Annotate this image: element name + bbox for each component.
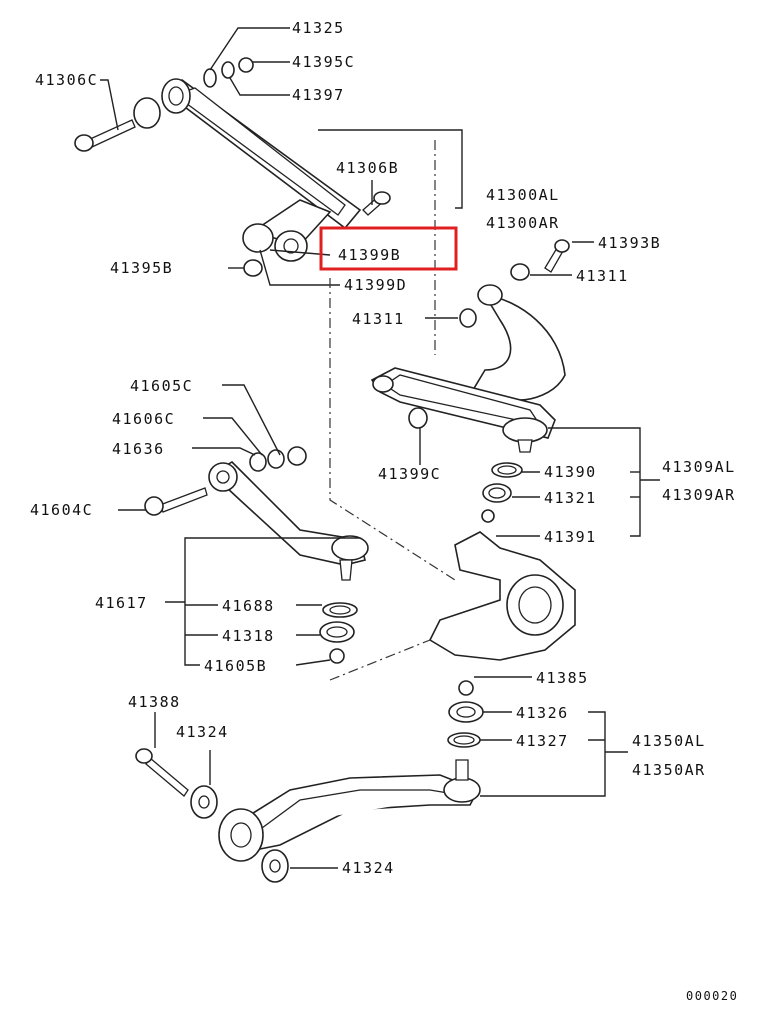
label-41605c: 41605C [130, 377, 193, 395]
label-41397: 41397 [292, 86, 345, 104]
label-41309al: 41309AL [662, 458, 736, 476]
label-41350ar: 41350AR [632, 761, 706, 779]
label-41318: 41318 [222, 627, 275, 645]
label-41300ar: 41300AR [486, 214, 560, 232]
label-41391: 41391 [544, 528, 597, 546]
upper-arm-drawing [74, 57, 391, 277]
label-41350al: 41350AL [632, 732, 706, 750]
label-41300al: 41300AL [486, 186, 560, 204]
label-41390: 41390 [544, 463, 597, 481]
label-41309ar: 41309AR [662, 486, 736, 504]
label-41311-lower: 41311 [352, 310, 405, 328]
label-41605b: 41605B [204, 657, 267, 675]
lower-arm-drawing [135, 680, 484, 883]
label-41399c: 41399C [378, 465, 441, 483]
label-41604c: 41604C [30, 501, 93, 519]
label-41395c: 41395C [292, 53, 355, 71]
label-41636: 41636 [112, 440, 165, 458]
part-labels: 41325 41395C 41397 41306C 41306B 41300AL… [30, 19, 738, 1003]
label-41606c: 41606C [112, 410, 175, 428]
label-41688: 41688 [222, 597, 275, 615]
label-41399d: 41399D [344, 276, 407, 294]
label-41306b: 41306B [336, 159, 399, 177]
toe-arm-drawing [144, 446, 369, 664]
label-41399b: 41399B [338, 246, 401, 264]
label-41385: 41385 [536, 669, 589, 687]
upper-ball-joint-arm-drawing [370, 239, 570, 523]
highlight-box-41399b [319, 226, 458, 271]
label-41617: 41617 [95, 594, 148, 612]
label-41326: 41326 [516, 704, 569, 722]
label-41311-upper: 41311 [576, 267, 629, 285]
label-41324-upper: 41324 [176, 723, 229, 741]
label-41306c: 41306C [35, 71, 98, 89]
label-41325: 41325 [292, 19, 345, 37]
label-41321: 41321 [544, 489, 597, 507]
knuckle-drawing [428, 531, 576, 661]
label-41393b: 41393B [598, 234, 661, 252]
label-41324-lower: 41324 [342, 859, 395, 877]
label-41388: 41388 [128, 693, 181, 711]
leader-lines [100, 27, 660, 869]
label-41395b: 41395B [110, 259, 173, 277]
label-41327: 41327 [516, 732, 569, 750]
diagram-code: 000020 [686, 989, 738, 1003]
